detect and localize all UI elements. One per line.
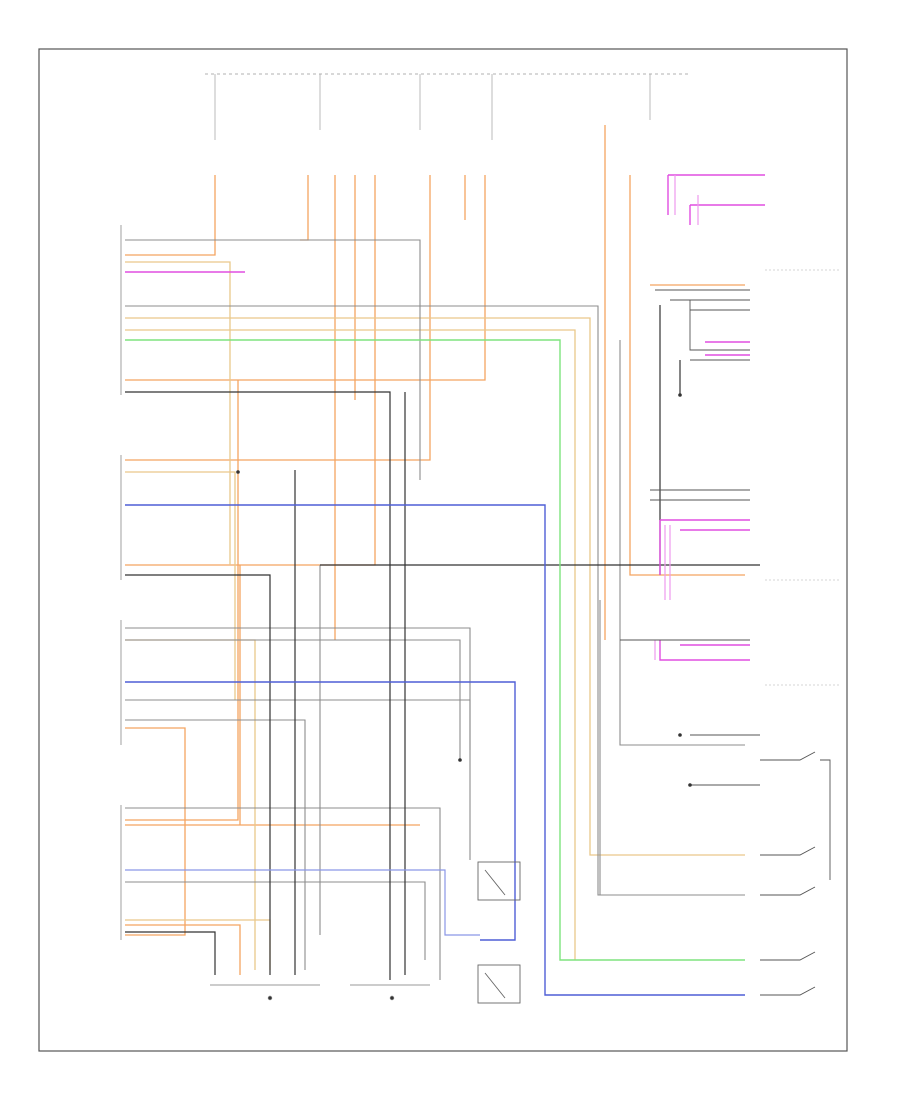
blue-wires (125, 504, 745, 996)
left-rear-lock-actuator (477, 861, 521, 901)
fuse-drops (214, 74, 651, 140)
door-lock-switches (760, 751, 831, 996)
bottom-connectors (210, 984, 430, 1001)
orange-wires (125, 125, 745, 975)
right-rear-lock-actuator (477, 964, 521, 1004)
green-wire (125, 339, 745, 961)
diagram-border (38, 48, 848, 1052)
blue-light-wires (125, 869, 480, 936)
module-separators (765, 269, 840, 686)
tan-wires (125, 261, 745, 970)
black-wires (125, 305, 760, 980)
gray-wires (125, 239, 750, 980)
right-harness-lines (620, 289, 760, 786)
magenta-wires (125, 174, 765, 661)
magenta-light-wires (654, 175, 699, 660)
splice-points (236, 393, 692, 787)
